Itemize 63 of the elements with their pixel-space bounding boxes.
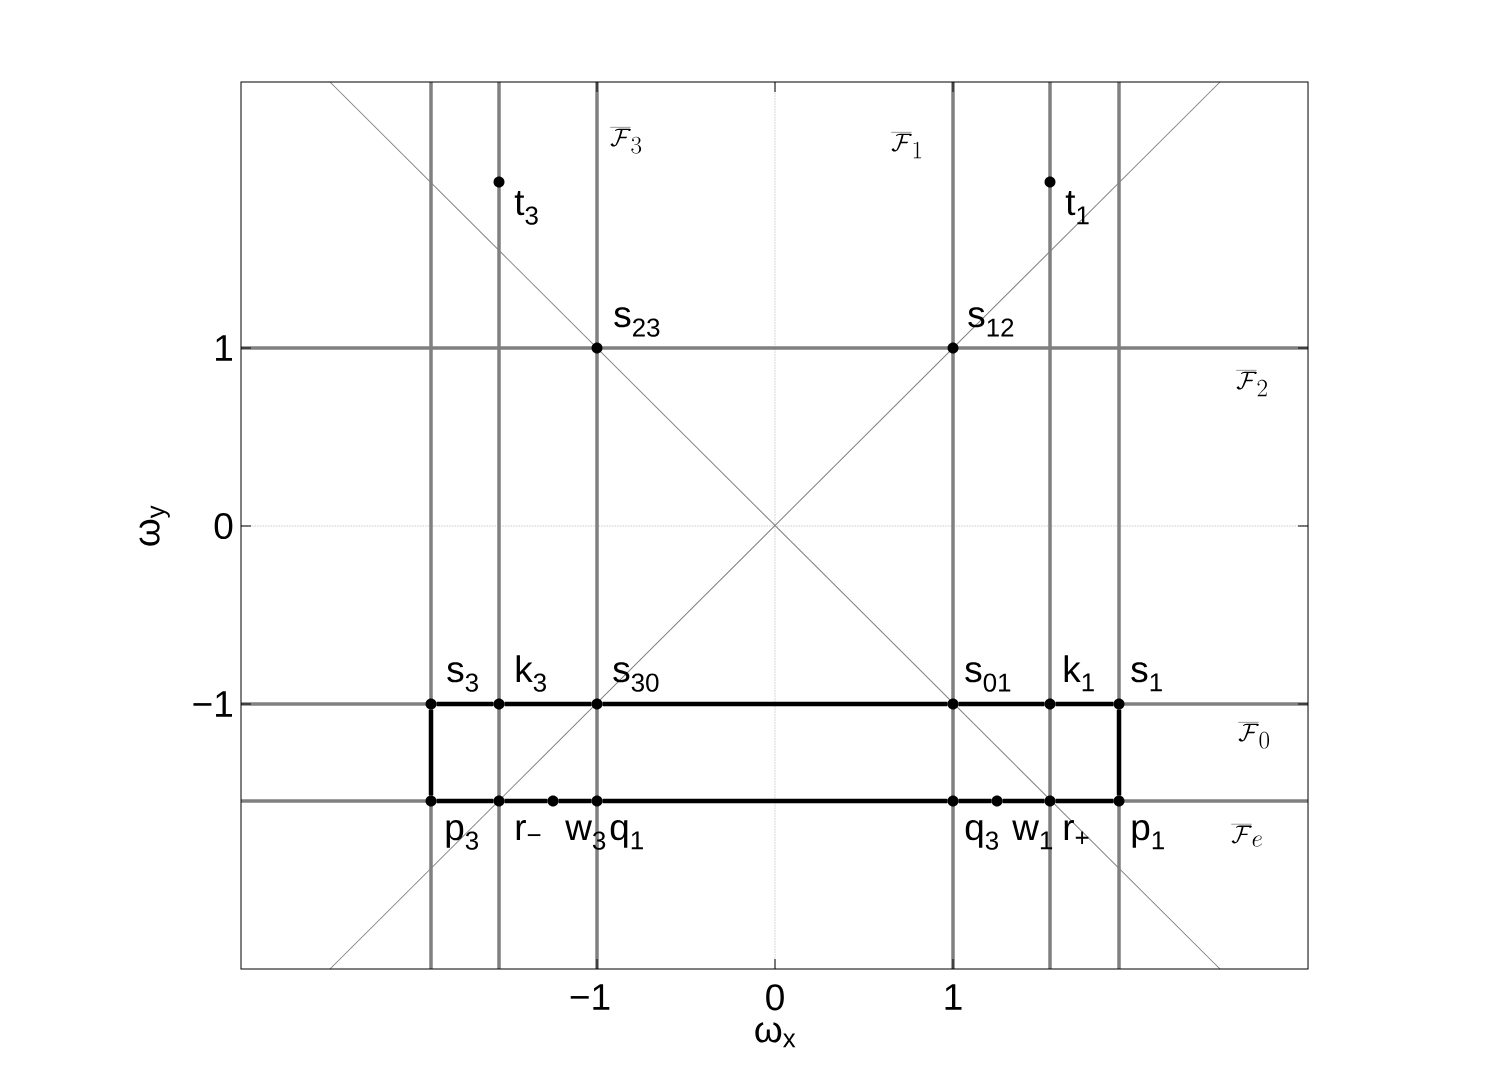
rectangle-side (602, 798, 948, 804)
point (1113, 795, 1125, 807)
point-label: s$_{1}$ (1131, 662, 1162, 692)
point-label: w$_{3}$ (565, 820, 606, 850)
rectangle-side (1055, 701, 1114, 707)
point (493, 176, 505, 188)
point-label: w$_{1}$ (1012, 820, 1053, 850)
point-label: p$_{3}$ (446, 820, 479, 850)
point (1113, 698, 1125, 710)
point-label: p$_{1}$ (1132, 820, 1164, 850)
tick-label: −1 (570, 984, 610, 1010)
point-label: t$_{3}$ (514, 191, 538, 225)
point-label: k$_{3}$ (516, 655, 546, 692)
point-label: q$_{1}$ (610, 820, 643, 850)
point (1044, 698, 1056, 710)
point-label: t$_{1}$ (1065, 191, 1089, 225)
point (591, 342, 603, 354)
line-label: $\overline{\mathcal{F}}_3$ (610, 127, 642, 154)
point-label: r$_{+}$ (1064, 820, 1089, 845)
point (493, 795, 505, 807)
point (425, 795, 437, 807)
point (493, 698, 505, 710)
point (1044, 176, 1056, 188)
point-label: k$_{1}$ (1064, 655, 1094, 692)
point (425, 698, 437, 710)
point-label: s$_{12}$ (968, 307, 1014, 337)
tick-label: 0 (214, 512, 233, 540)
point (947, 342, 959, 354)
point (1044, 795, 1056, 807)
rectangle-side (428, 709, 434, 796)
rectangle-side (436, 701, 494, 707)
point (591, 795, 603, 807)
tick-label: −1 (193, 691, 232, 717)
rectangle-side (504, 798, 548, 804)
line-label: $\overline{\mathcal{F}}_2$ (1236, 370, 1267, 397)
rectangle-side (558, 798, 592, 804)
point (947, 795, 959, 807)
point-label: s$_{01}$ (965, 662, 1011, 692)
line-label: $\overline{\mathcal{F}}_0$ (1238, 722, 1269, 749)
tick-label: 0 (766, 984, 784, 1011)
tick-label: 1 (945, 984, 962, 1010)
axis-label: ω$_{x}$ (755, 1022, 796, 1048)
rectangle-side (1055, 798, 1114, 804)
point-label: s$_{30}$ (613, 662, 659, 692)
rectangle-side (958, 701, 1045, 707)
line-label: $\overline{\mathcal{F}}_1$ (891, 132, 922, 159)
point-label: q$_{3}$ (965, 820, 999, 850)
axis-label: ω$_{y}$ (139, 505, 170, 546)
point-label: s$_{3}$ (447, 662, 478, 692)
rectangle-side (958, 798, 992, 804)
point (947, 698, 959, 710)
tick-label: 1 (216, 335, 232, 361)
point-label: r$_{−}$ (516, 820, 541, 840)
rectangle-side (436, 798, 494, 804)
rectangle-side (504, 701, 592, 707)
rectangle-side (602, 701, 948, 707)
rectangle-side (1002, 798, 1045, 804)
point (547, 795, 559, 807)
point (591, 698, 603, 710)
point (991, 795, 1003, 807)
line-label: $\overline{\mathcal{F}}_e$ (1231, 824, 1262, 847)
point-label: s$_{23}$ (614, 307, 660, 337)
rectangle-side (1116, 709, 1122, 796)
